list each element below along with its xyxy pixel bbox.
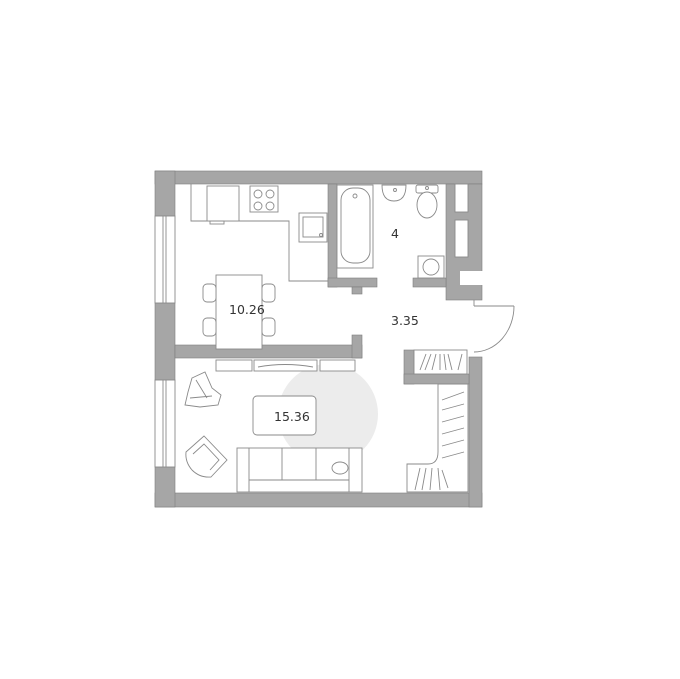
stove-icon xyxy=(249,185,279,213)
room-area-kitchen: 10.26 xyxy=(229,302,265,317)
dining-table xyxy=(202,274,276,350)
wardrobe xyxy=(406,383,469,493)
window xyxy=(154,379,176,468)
room-area-living-room: 15.36 xyxy=(274,409,310,424)
armchair-icon xyxy=(185,435,228,478)
sofa-icon xyxy=(236,447,363,493)
entrance-door[interactable] xyxy=(473,300,515,353)
sink-icon xyxy=(298,212,328,243)
washing-machine-icon xyxy=(417,255,445,279)
wardrobe xyxy=(413,349,468,375)
coffee-table xyxy=(252,395,317,436)
walls xyxy=(154,170,483,508)
room-area-hallway: 3.35 xyxy=(391,313,419,328)
bathtub-icon xyxy=(336,184,374,269)
rug xyxy=(278,364,378,464)
washbasin-icon xyxy=(381,184,407,202)
shaft xyxy=(454,183,469,213)
toilet-icon xyxy=(415,184,439,219)
tv-stand xyxy=(215,359,356,372)
kitchen-counter xyxy=(190,184,328,282)
shaft xyxy=(454,219,469,258)
plant-icon xyxy=(184,371,222,408)
window xyxy=(154,215,176,304)
room-area-bathroom: 4 xyxy=(391,226,399,241)
